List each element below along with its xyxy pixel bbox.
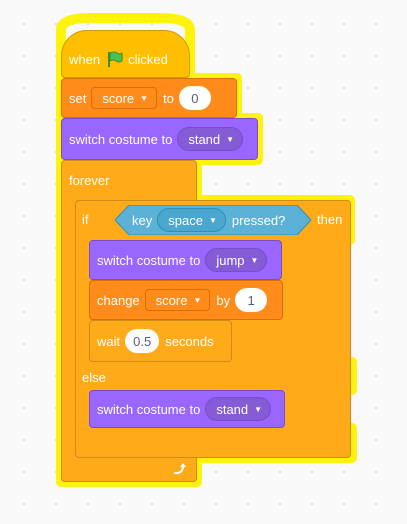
when-flag-clicked-block[interactable]: when clicked xyxy=(61,30,190,78)
key-name: space xyxy=(168,212,203,228)
wait-value-input[interactable]: 0.5 xyxy=(125,329,160,353)
variable-name: score xyxy=(102,90,135,106)
seconds-label: seconds xyxy=(165,333,214,349)
forever-label: forever xyxy=(69,173,110,188)
switch-costume-label: switch costume to xyxy=(97,252,201,268)
when-label: when xyxy=(69,51,101,67)
set-value-input[interactable]: 0 xyxy=(178,86,211,110)
change-variable-block[interactable]: change score ▼ by 1 xyxy=(89,280,283,320)
key-dropdown[interactable]: space ▼ xyxy=(157,208,226,232)
dropdown-arrow-icon: ▼ xyxy=(208,215,217,225)
loop-arrow-icon xyxy=(172,461,188,477)
change-value-input[interactable]: 1 xyxy=(235,288,268,312)
key-label: key xyxy=(132,212,153,228)
by-label: by xyxy=(216,292,231,308)
dropdown-arrow-icon: ▼ xyxy=(193,295,202,305)
if-label: if xyxy=(82,212,89,227)
dropdown-arrow-icon: ▼ xyxy=(250,255,259,265)
dropdown-arrow-icon: ▼ xyxy=(254,404,263,414)
switch-costume-block[interactable]: switch costume to jump ▼ xyxy=(89,240,282,280)
to-label: to xyxy=(163,90,174,106)
switch-costume-block[interactable]: switch costume to stand ▼ xyxy=(89,390,285,428)
change-label: change xyxy=(97,292,140,308)
clicked-label: clicked xyxy=(128,51,168,67)
costume-dropdown[interactable]: jump ▼ xyxy=(205,248,268,272)
wait-label: wait xyxy=(97,333,121,349)
else-label: else xyxy=(82,370,106,385)
wait-block[interactable]: wait 0.5 seconds xyxy=(89,320,232,362)
dropdown-arrow-icon: ▼ xyxy=(226,134,235,144)
costume-name: stand xyxy=(216,401,249,417)
switch-costume-label: switch costume to xyxy=(97,401,201,417)
key-pressed-condition[interactable]: key space ▼ pressed? xyxy=(115,205,311,235)
pressed-label: pressed? xyxy=(231,212,286,228)
costume-dropdown[interactable]: stand ▼ xyxy=(177,127,244,151)
set-label: set xyxy=(69,90,87,106)
variable-dropdown[interactable]: score ▼ xyxy=(144,289,211,311)
dropdown-arrow-icon: ▼ xyxy=(140,93,149,103)
switch-costume-label: switch costume to xyxy=(69,131,173,147)
costume-name: stand xyxy=(188,131,221,147)
set-variable-block[interactable]: set score ▼ to 0 xyxy=(61,78,237,118)
then-label: then xyxy=(317,212,343,227)
green-flag-icon xyxy=(105,50,123,68)
costume-dropdown[interactable]: stand ▼ xyxy=(205,397,272,421)
switch-costume-block[interactable]: switch costume to stand ▼ xyxy=(61,118,258,160)
forever-bottom-arm xyxy=(61,458,197,482)
variable-name: score xyxy=(155,292,188,308)
costume-name: jump xyxy=(216,252,245,268)
variable-dropdown[interactable]: score ▼ xyxy=(91,87,158,109)
